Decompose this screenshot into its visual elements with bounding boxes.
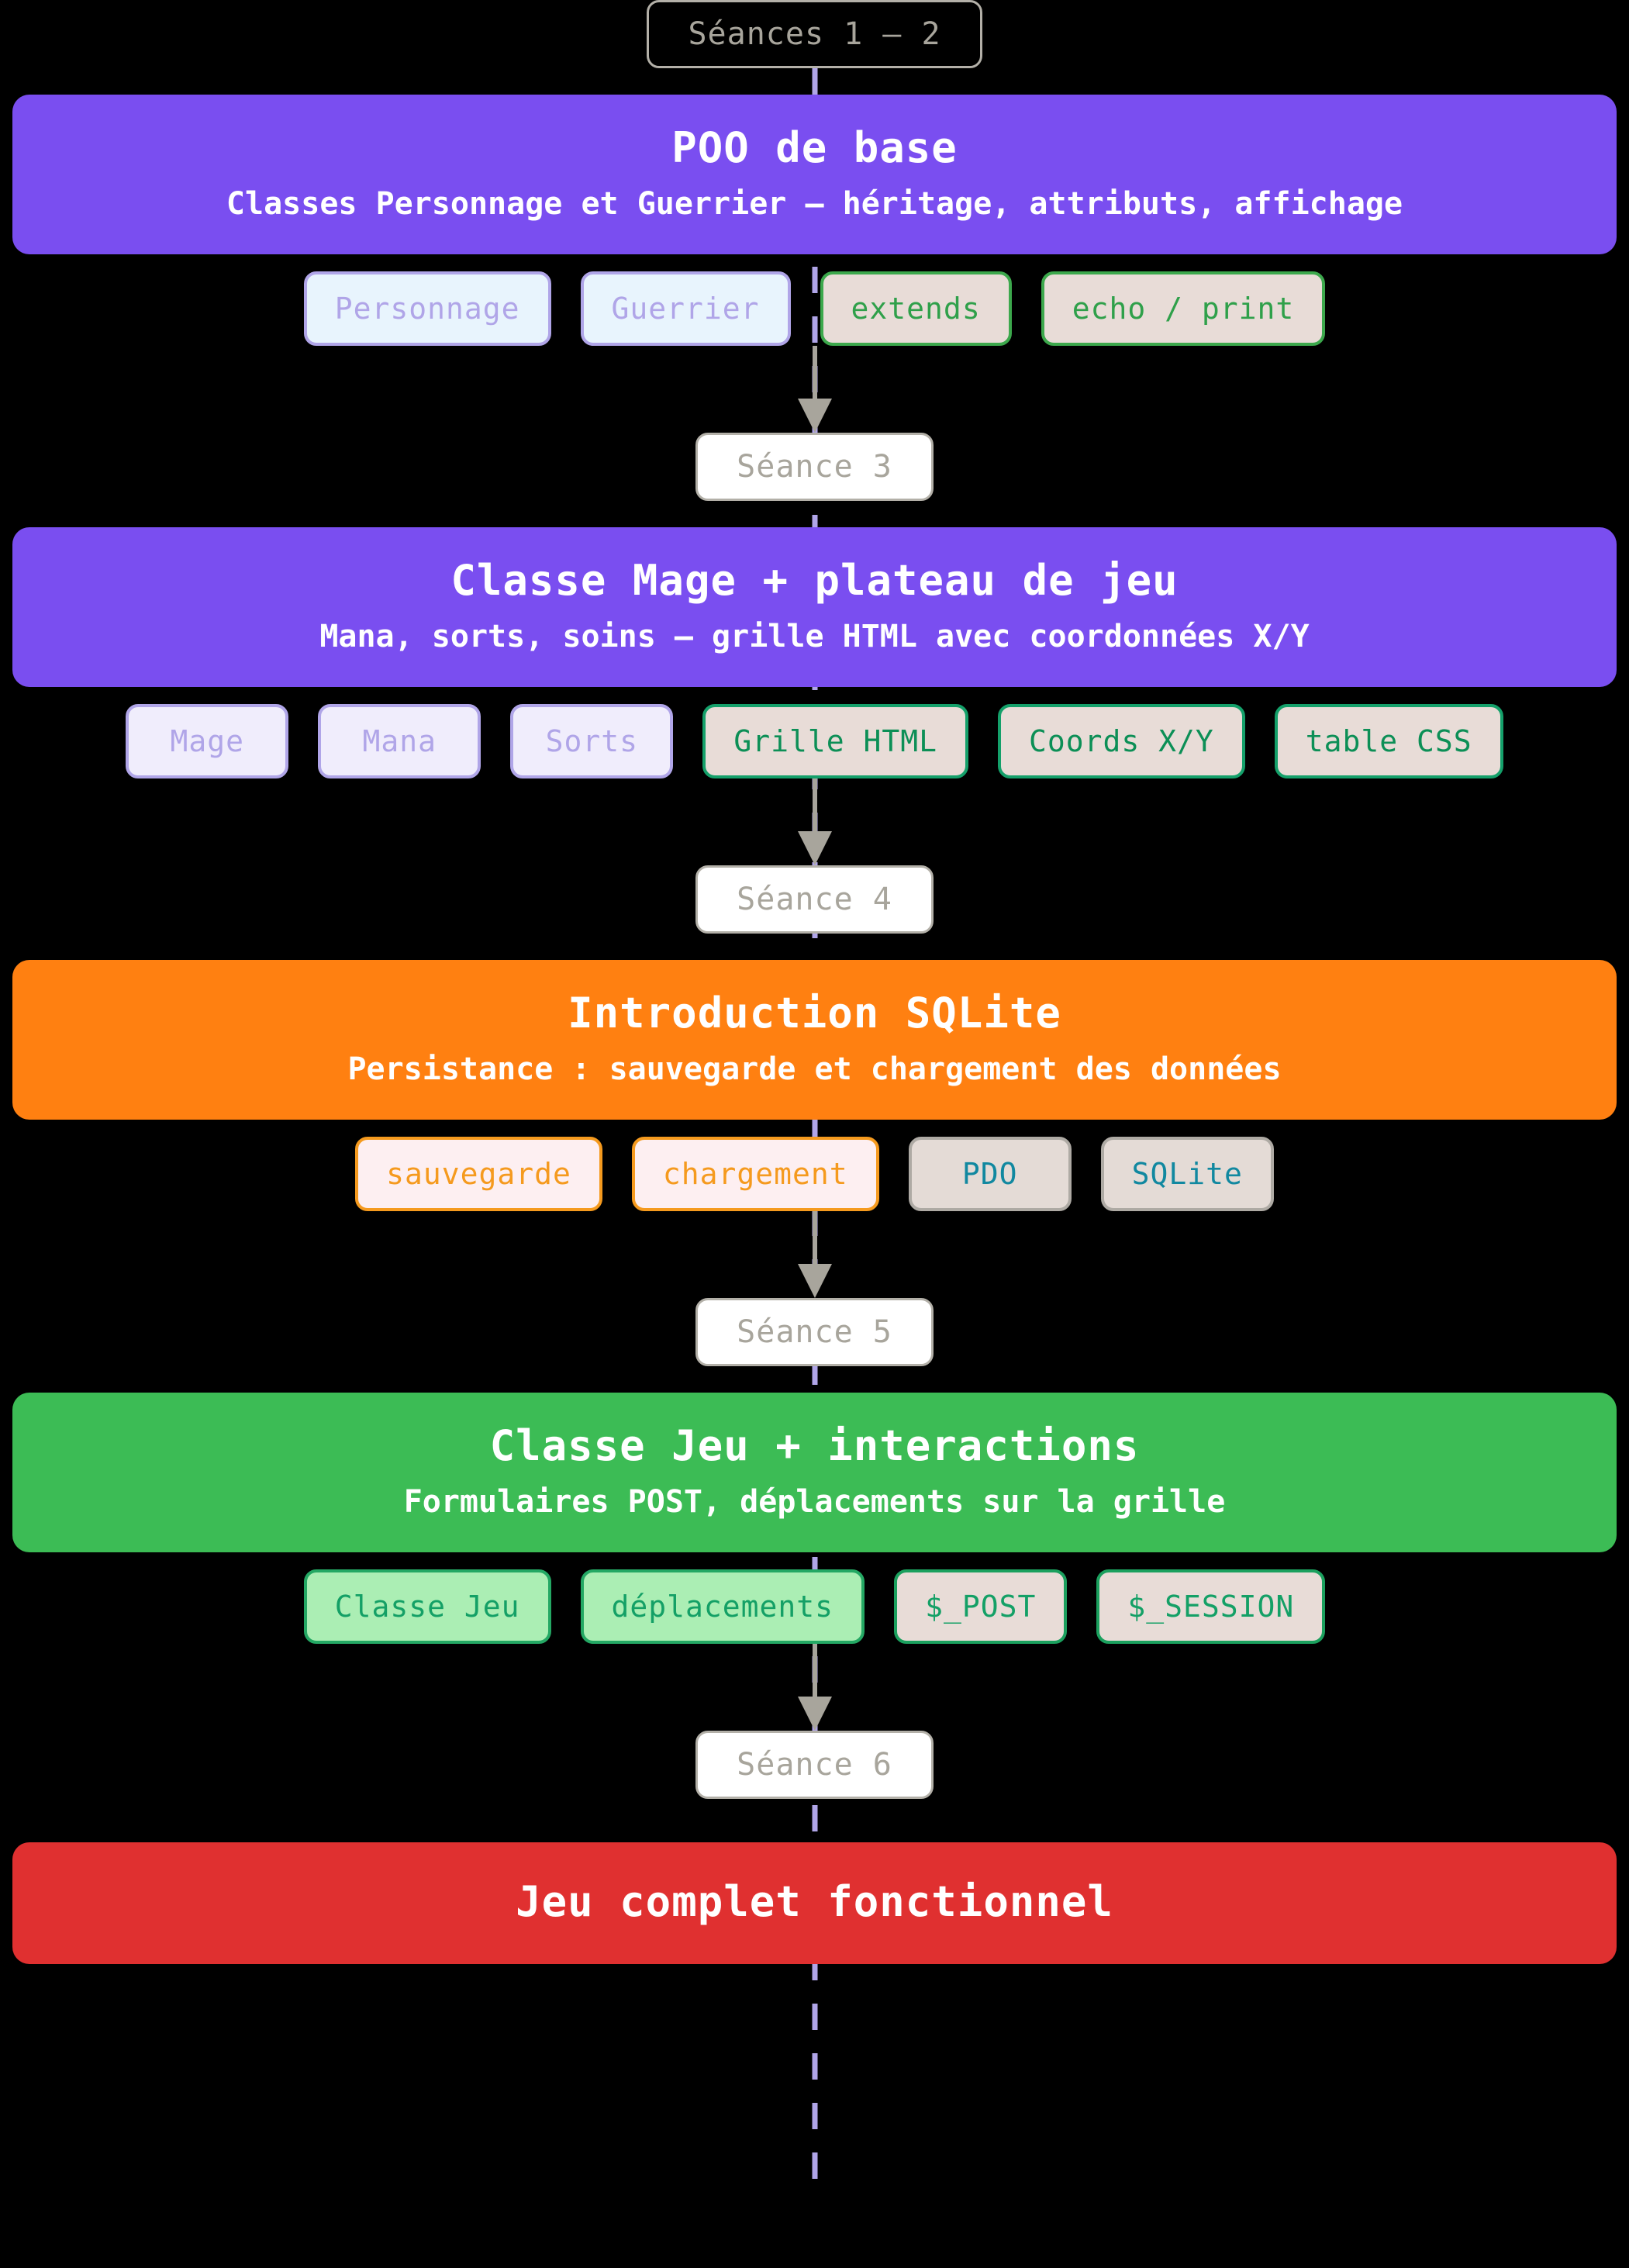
chip-sauvegarde[interactable]: sauvegarde: [355, 1136, 602, 1211]
stage-title: Classe Jeu + interactions: [489, 1421, 1140, 1470]
chip-sqlite[interactable]: SQLite: [1100, 1136, 1274, 1211]
stage-subtitle: Formulaires POST, déplacements sur la gr…: [403, 1483, 1226, 1520]
spine-gap: [811, 1799, 819, 1842]
chip-classe-jeu[interactable]: Classe Jeu: [303, 1569, 551, 1644]
stage-subtitle: Persistance : sauvegarde et chargement d…: [347, 1051, 1282, 1087]
chip-mage[interactable]: Mage: [126, 703, 289, 778]
chip-table-css[interactable]: table CSS: [1274, 703, 1503, 778]
arrow-to-seance-4: [792, 778, 838, 865]
session-label-seance-4: Séance 4: [695, 865, 934, 934]
session-label-seance-6: Séance 6: [695, 1730, 934, 1799]
spine-gap: [811, 254, 819, 271]
arrow-to-seance-5: [792, 1210, 838, 1298]
chip-pdo[interactable]: PDO: [908, 1136, 1072, 1211]
stage-classe-jeu-interactions[interactable]: Classe Jeu + interactions Formulaires PO…: [12, 1392, 1617, 1552]
chip-personnage[interactable]: Personnage: [303, 271, 551, 346]
stage-title: Jeu complet fonctionnel: [516, 1876, 1113, 1926]
chip-guerrier[interactable]: Guerrier: [580, 271, 791, 346]
chip-echo-print[interactable]: echo / print: [1041, 271, 1326, 346]
arrow-head: [797, 1696, 832, 1731]
arrow-head: [797, 1263, 832, 1298]
stage-title: POO de base: [671, 123, 958, 172]
chip-extends[interactable]: extends: [820, 271, 1012, 346]
spine-gap: [811, 687, 819, 704]
chip-row-classe-jeu: Classe Jeu déplacements $_POST $_SESSION: [12, 1569, 1617, 1644]
spine-gap: [811, 501, 819, 527]
chip-grille-html[interactable]: Grille HTML: [702, 703, 968, 778]
stage-subtitle: Mana, sorts, soins – grille HTML avec co…: [319, 618, 1310, 654]
stage-title: Classe Mage + plateau de jeu: [450, 555, 1179, 605]
arrow-to-seance-3: [792, 345, 838, 433]
chip-sorts[interactable]: Sorts: [510, 703, 674, 778]
arrow-to-seance-6: [792, 1643, 838, 1731]
arrow-head: [797, 830, 832, 865]
chip-row-poo-de-base: Personnage Guerrier extends echo / print: [12, 271, 1617, 346]
spine-gap: [811, 1366, 819, 1393]
arrow-head: [797, 398, 832, 433]
chip-mana[interactable]: Mana: [318, 703, 481, 778]
session-label-seance-3: Séance 3: [695, 432, 934, 501]
stage-jeu-complet-fonctionnel[interactable]: Jeu complet fonctionnel: [12, 1842, 1617, 1965]
stage-introduction-sqlite[interactable]: Introduction SQLite Persistance : sauveg…: [12, 959, 1617, 1120]
stage-subtitle: Classes Personnage et Guerrier – héritag…: [226, 185, 1403, 222]
flowchart-stack: Séances 1 – 2 POO de base Classes Person…: [12, 0, 1617, 1965]
chip-row-sqlite: sauvegarde chargement PDO SQLite: [12, 1136, 1617, 1211]
chip-row-classe-mage: Mage Mana Sorts Grille HTML Coords X/Y t…: [12, 703, 1617, 778]
session-label-seances-1-2: Séances 1 – 2: [647, 0, 982, 68]
chip-post[interactable]: $_POST: [894, 1569, 1068, 1644]
chip-session[interactable]: $_SESSION: [1096, 1569, 1326, 1644]
session-label-seance-5: Séance 5: [695, 1297, 934, 1366]
stage-poo-de-base[interactable]: POO de base Classes Personnage et Guerri…: [12, 95, 1617, 254]
spine-gap: [811, 1120, 819, 1137]
stage-title: Introduction SQLite: [568, 988, 1061, 1037]
spine-gap: [811, 68, 819, 95]
chip-chargement[interactable]: chargement: [631, 1136, 879, 1211]
stage-classe-mage-plateau[interactable]: Classe Mage + plateau de jeu Mana, sorts…: [12, 526, 1617, 687]
spine-gap: [811, 934, 819, 960]
spine-gap: [811, 1552, 819, 1569]
chip-coords-xy[interactable]: Coords X/Y: [997, 703, 1245, 778]
chip-deplacements[interactable]: déplacements: [580, 1569, 865, 1644]
